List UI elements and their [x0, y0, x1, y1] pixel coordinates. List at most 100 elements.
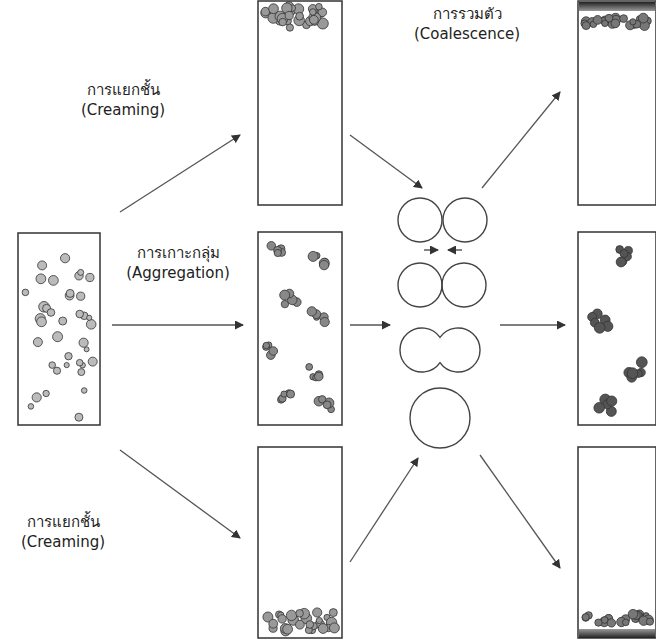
- result-bottom-container: [578, 447, 656, 638]
- particle: [77, 292, 85, 300]
- particle: [320, 317, 329, 326]
- particle: [76, 310, 84, 318]
- particle: [594, 322, 605, 333]
- particle: [88, 357, 97, 366]
- droplet: [442, 263, 486, 307]
- particle: [38, 261, 47, 270]
- particle: [22, 289, 29, 296]
- particle: [308, 251, 318, 261]
- particle: [269, 619, 278, 628]
- particle: [37, 317, 47, 327]
- particle: [286, 24, 293, 31]
- particle: [64, 363, 69, 368]
- particle: [313, 608, 322, 617]
- process-arrow: [350, 324, 390, 325]
- process-label: การแยกชั้น (Creaming): [4, 512, 122, 553]
- merged-droplet: [410, 388, 470, 448]
- particle: [86, 273, 94, 281]
- particle: [281, 391, 287, 397]
- creaming-bottom-container: [258, 447, 342, 638]
- particle: [283, 624, 293, 634]
- particle: [602, 20, 608, 26]
- particle: [623, 619, 630, 626]
- particle: [285, 11, 293, 19]
- particle: [620, 250, 628, 258]
- particle: [296, 620, 305, 629]
- oil-layer: [579, 629, 655, 638]
- small-arrow: [424, 249, 438, 250]
- particle: [315, 372, 324, 381]
- particle: [47, 309, 55, 317]
- process-label: การเกาะกลุ่ม (Aggregation): [112, 243, 244, 284]
- particle: [310, 15, 319, 24]
- particle: [78, 269, 84, 275]
- particle: [316, 3, 323, 10]
- particle: [296, 12, 304, 20]
- result-middle-container: [578, 232, 656, 425]
- particle: [627, 368, 638, 379]
- particle: [595, 619, 602, 626]
- particle: [53, 367, 60, 374]
- particle: [28, 404, 34, 410]
- process-arrow: [112, 324, 243, 325]
- particle: [307, 307, 316, 316]
- particle: [306, 621, 314, 629]
- particle: [278, 615, 286, 623]
- process-arrow: [500, 324, 565, 325]
- particle: [616, 257, 626, 267]
- particle: [611, 19, 620, 28]
- particle: [49, 362, 56, 369]
- particle: [65, 353, 72, 360]
- particle: [323, 401, 331, 409]
- particle: [310, 9, 317, 16]
- particle: [84, 347, 89, 352]
- creaming-top-container: [258, 1, 342, 205]
- merging-droplet: [400, 328, 480, 372]
- particle: [330, 624, 338, 632]
- droplet: [398, 198, 442, 242]
- particle: [318, 624, 328, 634]
- particle: [593, 16, 602, 25]
- particle: [329, 623, 339, 633]
- particle: [620, 15, 628, 23]
- initial-container: [18, 233, 100, 425]
- particle: [594, 403, 605, 414]
- particle: [75, 413, 83, 421]
- process-label: การรวมตัว (Coalescence): [392, 4, 542, 45]
- process-arrow: [120, 135, 240, 212]
- process-arrow: [482, 92, 560, 188]
- particle: [263, 342, 269, 348]
- particle: [61, 254, 70, 263]
- particle: [316, 617, 322, 623]
- particle: [286, 610, 296, 620]
- particle: [59, 317, 67, 325]
- particle: [582, 614, 589, 621]
- droplet: [398, 263, 442, 307]
- particle: [66, 289, 74, 297]
- particle: [628, 609, 638, 619]
- particle: [78, 369, 85, 376]
- small-arrow: [448, 249, 462, 250]
- particle: [607, 619, 615, 627]
- particle: [306, 364, 313, 371]
- particle: [582, 614, 589, 621]
- particle: [646, 618, 653, 625]
- particle: [79, 338, 88, 347]
- result-top-container: [578, 1, 656, 205]
- particle: [87, 315, 92, 320]
- particle: [53, 332, 63, 342]
- particle: [279, 18, 287, 26]
- particle: [76, 359, 83, 366]
- particle: [49, 276, 59, 286]
- particle: [32, 393, 41, 402]
- particle: [607, 396, 617, 406]
- particle: [269, 347, 278, 356]
- particle: [43, 390, 49, 396]
- particle: [630, 19, 636, 25]
- particle: [636, 357, 647, 368]
- process-label: การแยกชั้น (Creaming): [62, 80, 184, 121]
- particle: [582, 22, 590, 30]
- particle: [33, 338, 42, 347]
- particle: [280, 290, 290, 300]
- aggregation-container: [258, 232, 342, 425]
